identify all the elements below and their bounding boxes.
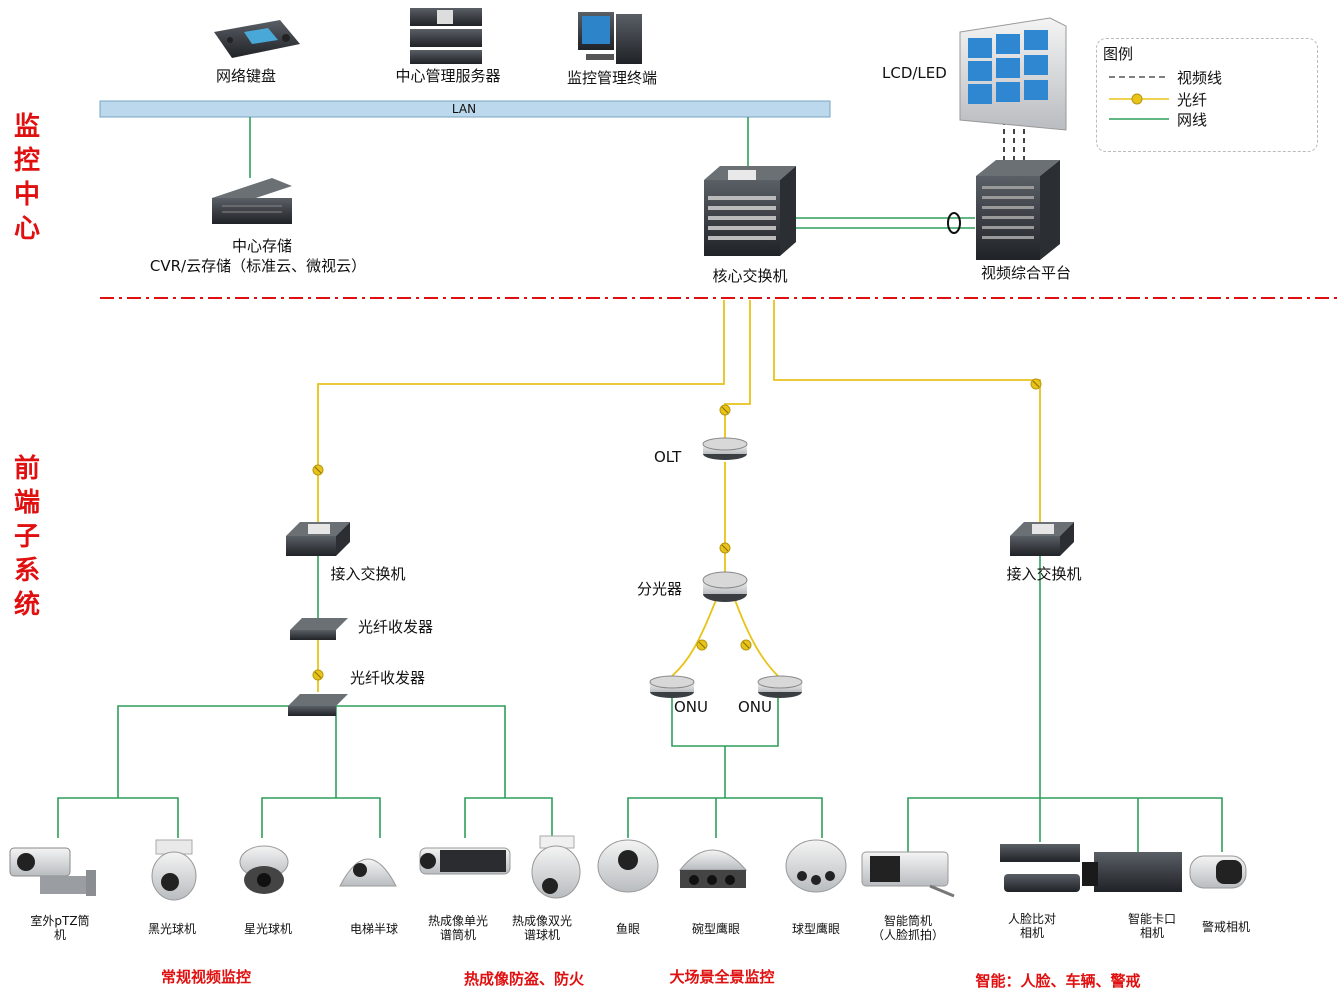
legend-fiber: 光纤 — [1177, 91, 1208, 109]
camera-starlight-dome-icon — [239, 845, 289, 894]
camera-label-2: 星光球机 — [243, 922, 293, 936]
onu-2-label: ONU — [738, 698, 773, 716]
fiber-transceiver-2-icon — [288, 694, 348, 716]
lan-label: LAN — [451, 102, 477, 116]
legend-title: 图例 — [1103, 45, 1134, 63]
fiber-transceiver-1-icon — [290, 618, 348, 640]
category-thermal: 热成像防盗、防火 — [463, 970, 585, 988]
camera-smart-checkpoint-icon — [1082, 852, 1182, 892]
camera-label-6: 鱼眼 — [615, 922, 641, 936]
video-platform-label: 视频综合平台 — [980, 264, 1072, 282]
onu-2-icon — [757, 675, 803, 698]
camera-label-1: 黑光球机 — [147, 922, 197, 936]
category-normal: 常规视频监控 — [160, 968, 252, 986]
transceiver-2-label: 光纤收发器 — [350, 669, 426, 687]
camera-label-10: 人脸比对相机 — [1007, 912, 1057, 940]
onu-1-icon — [649, 675, 695, 698]
olt-label: OLT — [654, 448, 682, 466]
camera-label-0: 室外pTZ筒机 — [30, 914, 90, 942]
camera-guard-icon — [1189, 855, 1247, 889]
access-switch-right-label: 接入交换机 — [1006, 565, 1082, 583]
splitter-label: 分光器 — [637, 580, 683, 598]
section-label-frontend: 前端子系统 — [13, 454, 40, 620]
olt-icon — [702, 437, 748, 460]
management-server-icon — [410, 8, 482, 64]
category-smart: 智能：人脸、车辆、警戒 — [975, 972, 1141, 990]
camera-outdoor-ptz-icon — [9, 847, 96, 896]
transceiver-1-label: 光纤收发器 — [358, 618, 434, 636]
access-switch-left-label: 接入交换机 — [330, 565, 406, 583]
legend-swatches — [1109, 76, 1169, 120]
fiber-lines — [317, 300, 1041, 692]
core-switch-icon — [704, 166, 796, 256]
terminal-label: 监控管理终端 — [566, 69, 658, 87]
section-label-center: 监控中心 — [13, 112, 40, 244]
monitoring-terminal-icon — [578, 12, 642, 64]
onu-1-label: ONU — [674, 698, 709, 716]
access-switch-right-icon — [1010, 522, 1074, 556]
lcd-label: LCD/LED — [882, 64, 947, 82]
camera-black-light-dome-icon — [151, 839, 197, 901]
camera-label-12: 警戒相机 — [1201, 920, 1251, 934]
storage-label-1: 中心存储 — [231, 237, 293, 255]
camera-face-comparison-icon — [1000, 844, 1080, 892]
legend-network: 网线 — [1177, 111, 1208, 129]
mgmt-server-label: 中心管理服务器 — [395, 67, 501, 85]
camera-bowl-eagle-eye-icon — [678, 849, 748, 888]
video-platform-icon — [976, 160, 1060, 260]
access-switch-left-icon — [286, 522, 350, 556]
camera-dome-eagle-eye-icon — [785, 839, 847, 893]
camera-label-3: 电梯半球 — [349, 922, 399, 936]
network-lines — [57, 117, 1223, 852]
central-storage-icon — [212, 178, 292, 224]
camera-elevator-hemisphere-icon — [339, 858, 397, 887]
splitter-icon — [702, 571, 748, 602]
legend-video-line: 视频线 — [1177, 69, 1223, 87]
storage-label-2: CVR/云存储（标准云、微视云） — [149, 257, 367, 275]
camera-label-5: 热成像双光谱球机 — [511, 914, 573, 942]
keyboard-label: 网络键盘 — [215, 67, 277, 85]
camera-label-11: 智能卡口相机 — [1127, 912, 1177, 940]
network-keyboard-icon — [214, 20, 300, 58]
camera-label-9: 智能筒机（人脸抓拍） — [871, 914, 945, 942]
video-wall-icon — [959, 17, 1067, 131]
camera-label-4: 热成像单光谱筒机 — [427, 914, 489, 942]
legend: 图例 视频线 光纤 网线 — [1096, 38, 1318, 152]
core-switch-label: 核心交换机 — [712, 267, 788, 285]
camera-thermal-single-icon — [419, 847, 511, 875]
camera-label-7: 碗型鹰眼 — [691, 922, 741, 936]
camera-fisheye-icon — [597, 839, 659, 893]
category-panorama: 大场景全景监控 — [669, 968, 775, 986]
camera-thermal-dual-dome-icon — [531, 835, 581, 899]
camera-smart-bullet-icon — [861, 851, 955, 898]
lan-bus — [99, 100, 831, 118]
camera-label-8: 球型鹰眼 — [791, 922, 841, 936]
